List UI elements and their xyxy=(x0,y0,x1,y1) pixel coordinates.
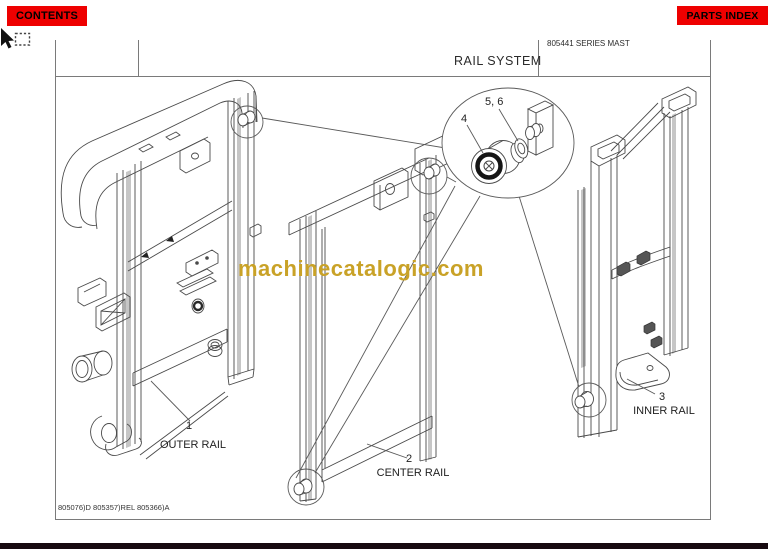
center-rail-label: CENTER RAIL xyxy=(376,467,450,479)
outer-rail-label: OUTER RAIL xyxy=(159,439,226,451)
outer-rail-drawing xyxy=(60,80,264,460)
mouse-cursor-icon xyxy=(1,28,31,49)
callout-5-6: 5, 6 xyxy=(485,96,504,108)
inner-rail-label: INNER RAIL xyxy=(633,405,695,417)
parts-index-button[interactable]: PARTS INDEX xyxy=(677,6,768,25)
title-block-frame xyxy=(55,40,711,520)
detail-bubble xyxy=(261,87,580,479)
doc-number-label: 805076)D 805357)REL 805366)A xyxy=(58,503,170,512)
page-title: RAIL SYSTEM xyxy=(454,54,542,68)
bottom-bar xyxy=(0,543,768,549)
inner-rail-drawing xyxy=(571,86,697,438)
callout-1: 1 xyxy=(186,420,193,432)
series-mast-label: 805441 SERIES MAST xyxy=(547,39,630,48)
callout-2: 2 xyxy=(406,453,413,465)
callout-3: 3 xyxy=(659,391,666,403)
callout-4: 4 xyxy=(461,113,468,125)
watermark-text: machinecatalogic.com xyxy=(238,256,484,281)
contents-button[interactable]: CONTENTS xyxy=(7,6,87,26)
center-rail-drawing xyxy=(287,133,456,506)
